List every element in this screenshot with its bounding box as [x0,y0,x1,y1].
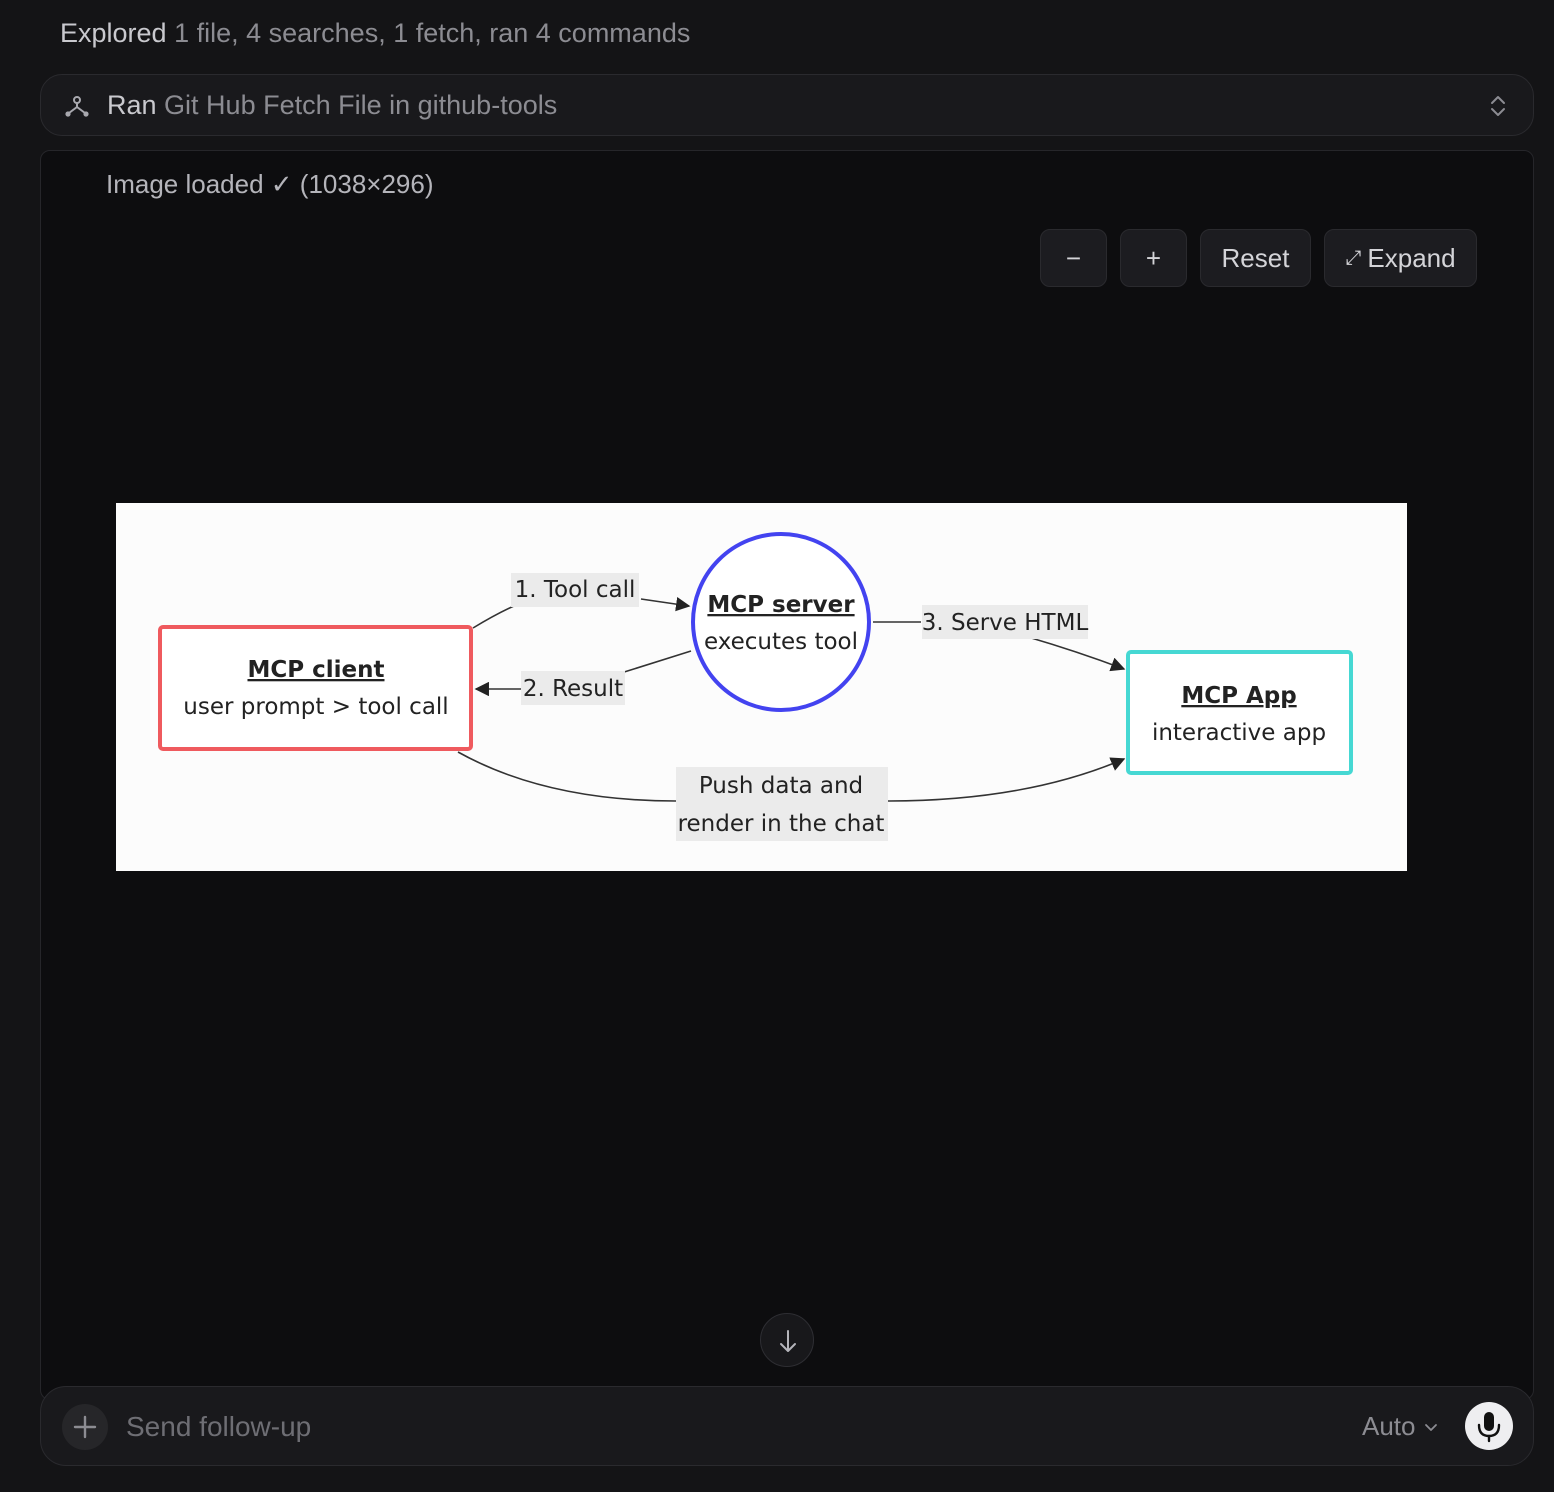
tool-call-detail: Git Hub Fetch File in github-tools [164,90,558,120]
node-mcp-app [1126,650,1353,775]
mode-selector[interactable]: Auto [1362,1411,1438,1442]
node-mcp-server-subtitle: executes tool [704,629,858,655]
chevron-up-down-icon[interactable] [1487,92,1509,120]
edge-label-bg [511,573,639,607]
add-attachment-button[interactable] [62,1404,108,1450]
arrow-down-icon [780,1330,796,1352]
edge-label-bg [922,605,1088,639]
reset-button[interactable]: Reset [1200,229,1311,287]
explored-detail: 1 file, 4 searches, 1 fetch, ran 4 comma… [174,18,691,48]
zoom-out-button[interactable]: − [1040,229,1107,287]
image-status: Image loaded ✓ (1038×296) [106,169,434,199]
edge-label-serve-html: 3. Serve HTML [922,610,1089,636]
image-viewer-panel: Image loaded ✓ (1038×296) − + Reset ⤢ Ex… [40,150,1534,1400]
expand-label: Expand [1367,242,1456,273]
follow-up-input[interactable] [126,1408,1226,1446]
explored-label: Explored [60,18,167,48]
tool-call-label: Ran Git Hub Fetch File in github-tools [107,90,557,121]
tool-call-verb: Ran [107,90,157,120]
node-mcp-client-subtitle: user prompt > tool call [183,694,448,720]
edge-label-push-line1: Push data and [699,773,863,799]
expand-button[interactable]: ⤢ Expand [1324,229,1477,287]
microphone-button[interactable] [1465,1402,1513,1450]
node-mcp-server-title: MCP server [707,592,855,618]
plus-icon [73,1415,97,1439]
scroll-to-bottom-button[interactable] [760,1313,814,1367]
mode-label: Auto [1362,1411,1416,1441]
expand-icon: ⤢ [1345,246,1362,269]
edge-label-bg [521,671,625,705]
node-mcp-app-subtitle: interactive app [1152,720,1326,746]
edge-label-tool-call: 1. Tool call [515,577,636,603]
hub-icon [65,96,89,117]
composer-bar: Auto [40,1386,1534,1466]
edge-result [476,650,692,689]
edge-label-result: 2. Result [523,676,623,702]
node-mcp-server [691,532,871,712]
edge-label-push-line2: render in the chat [678,811,885,837]
tool-call-row[interactable]: Ran Git Hub Fetch File in github-tools [40,74,1534,136]
zoom-in-button[interactable]: + [1120,229,1187,287]
edge-label-bg [676,767,888,841]
edge-serve-html [873,621,1124,669]
node-mcp-app-title: MCP App [1181,683,1296,709]
edge-push-data [457,752,1124,802]
mcp-flow-diagram[interactable]: 1. Tool call 2. Result 3. Serve HTML Pus… [116,503,1407,871]
chevron-down-icon [1424,1424,1437,1432]
microphone-icon [1477,1412,1501,1443]
diagram-svg: 1. Tool call 2. Result 3. Serve HTML Pus… [158,532,1353,841]
explored-summary[interactable]: Explored 1 file, 4 searches, 1 fetch, ra… [60,18,690,49]
node-mcp-client [158,625,473,751]
node-mcp-client-title: MCP client [247,657,384,683]
